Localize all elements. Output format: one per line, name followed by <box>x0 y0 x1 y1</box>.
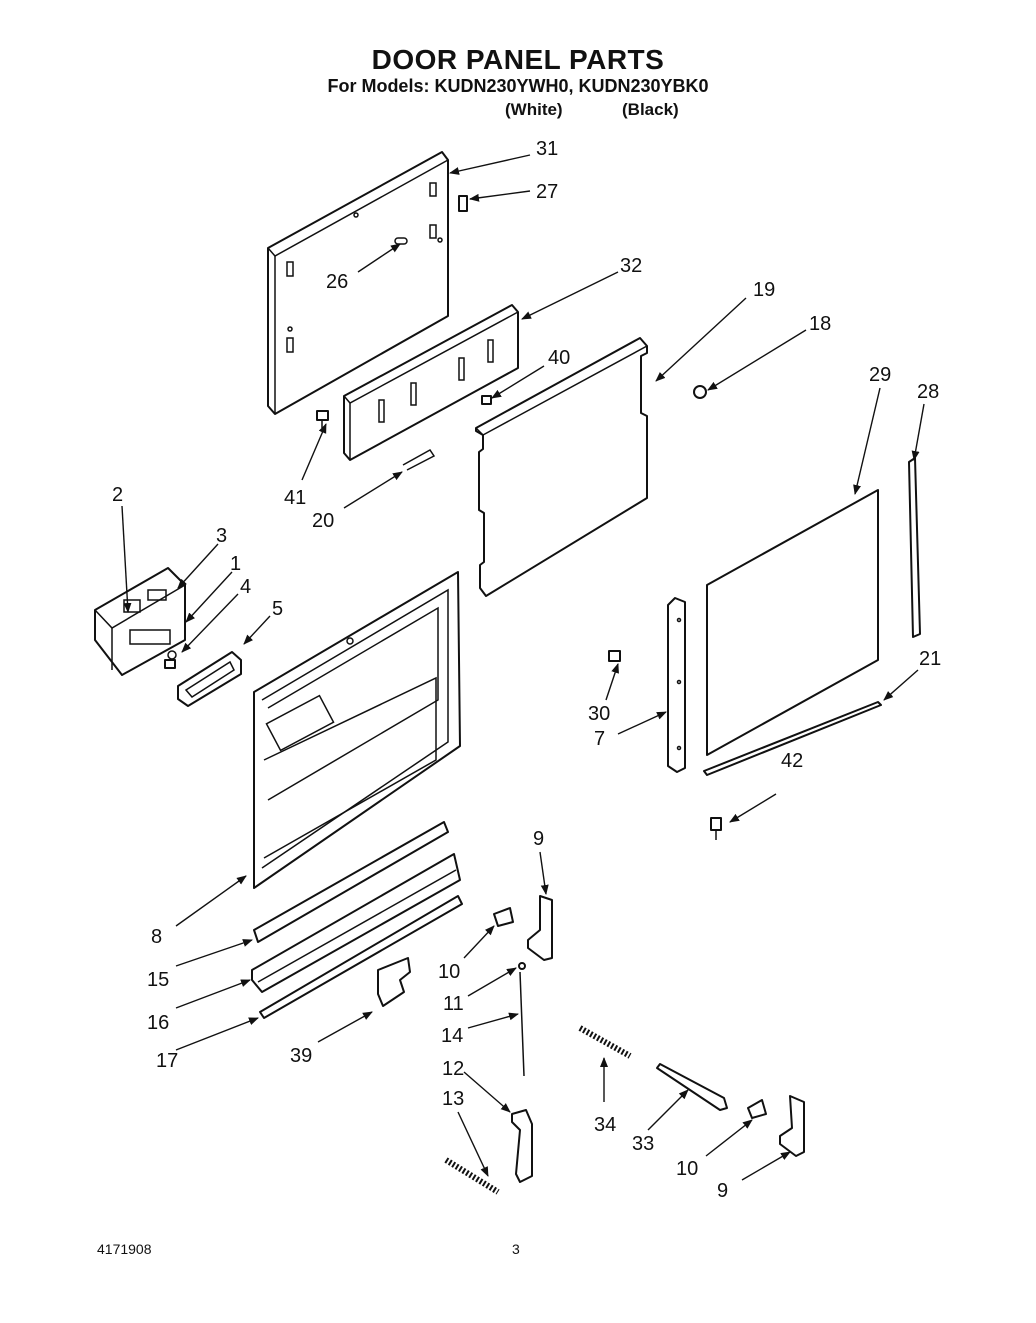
callout-15: 15 <box>147 969 169 991</box>
part-5-gasket <box>177 651 242 707</box>
callout-10a: 10 <box>438 961 460 983</box>
part-19-inner-panel <box>475 337 648 597</box>
callout-34: 34 <box>594 1114 616 1136</box>
callout-28: 28 <box>917 381 939 403</box>
callout-5: 5 <box>272 598 283 620</box>
part-12-hinge-arm <box>511 1109 533 1183</box>
callout-labels: 31 27 26 32 19 18 40 41 20 29 28 2 3 1 4… <box>112 138 941 1202</box>
part-9-hinge-bracket-right <box>779 1095 805 1157</box>
part-2-dispenser-assembly <box>94 567 186 676</box>
callout-42: 42 <box>781 750 803 772</box>
document-number: 4171908 <box>97 1241 152 1257</box>
part-32-panel-strip <box>343 304 519 471</box>
part-28-side-trim <box>908 457 921 638</box>
variant-black-label: (Black) <box>622 100 679 119</box>
part-16-rail <box>251 853 461 993</box>
part-21-rod <box>703 701 882 776</box>
callout-17: 17 <box>156 1050 178 1072</box>
part-8-inner-door <box>253 571 461 889</box>
callout-26: 26 <box>326 271 348 293</box>
callout-8: 8 <box>151 926 162 948</box>
callout-40: 40 <box>548 347 570 369</box>
part-34-spring <box>578 1025 632 1059</box>
callout-9b: 9 <box>717 1180 728 1202</box>
part-4-small-knob <box>164 659 176 669</box>
part-40-screw <box>481 395 492 405</box>
part-39-bracket <box>377 957 411 1007</box>
callout-3: 3 <box>216 525 227 547</box>
callout-10b: 10 <box>676 1158 698 1180</box>
part-42-screw <box>710 817 722 840</box>
callout-29: 29 <box>869 364 891 386</box>
models-line: For Models: KUDN230YWH0, KUDN230YBK0 <box>327 76 709 96</box>
callout-13: 13 <box>442 1088 464 1110</box>
callout-41: 41 <box>284 487 306 509</box>
part-11-pin <box>518 962 526 970</box>
callout-14: 14 <box>441 1025 463 1047</box>
part-18-clip <box>693 385 707 399</box>
part-15-rail <box>253 821 449 943</box>
callout-19: 19 <box>753 279 775 301</box>
callout-32: 32 <box>620 255 642 277</box>
part-9-hinge-bracket-left <box>527 895 553 961</box>
part-17-rail <box>259 895 463 1019</box>
callout-30: 30 <box>588 703 610 725</box>
callout-39: 39 <box>290 1045 312 1067</box>
callout-12: 12 <box>442 1058 464 1080</box>
page-number: 3 <box>512 1241 520 1257</box>
part-7-side-trim <box>667 597 686 773</box>
callout-9a: 9 <box>533 828 544 850</box>
variant-white-label: (White) <box>505 100 563 119</box>
callout-16: 16 <box>147 1012 169 1034</box>
part-14-rod <box>519 971 525 1077</box>
part-10-hinge-cap-left <box>493 907 514 927</box>
callout-11: 11 <box>443 993 464 1015</box>
callout-20: 20 <box>312 510 334 532</box>
callout-7: 7 <box>594 728 605 750</box>
part-27-clip <box>458 195 468 212</box>
callout-1: 1 <box>230 553 241 575</box>
part-41-screw <box>316 410 329 428</box>
page-title: DOOR PANEL PARTS <box>371 44 665 75</box>
part-29-front-panel <box>706 489 879 756</box>
part-30-screw <box>608 650 621 662</box>
part-13-spring <box>444 1157 500 1195</box>
part-31-outer-door-panel <box>267 151 449 415</box>
callout-21: 21 <box>919 648 941 670</box>
callout-4: 4 <box>240 576 251 598</box>
part-10-hinge-cap-right <box>747 1099 767 1119</box>
callout-18: 18 <box>809 313 831 335</box>
leader-lines <box>121 154 925 1181</box>
callout-2: 2 <box>112 484 123 506</box>
callout-33: 33 <box>632 1133 654 1155</box>
callout-31: 31 <box>536 138 558 160</box>
part-33-link-arm <box>656 1063 728 1111</box>
callout-27: 27 <box>536 181 558 203</box>
